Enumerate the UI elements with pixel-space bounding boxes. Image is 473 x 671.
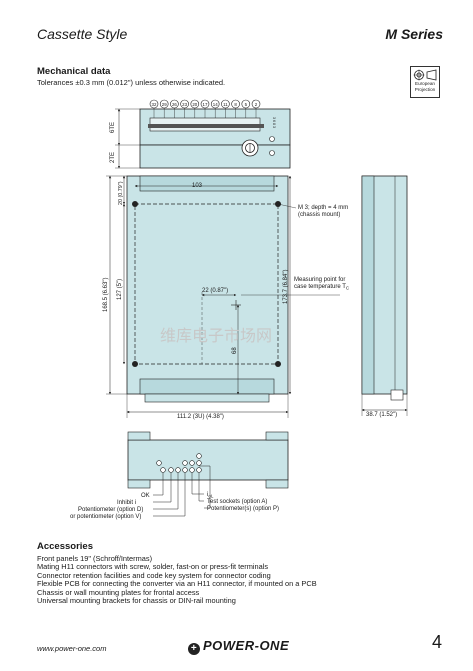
pin-number: 2 <box>255 102 258 107</box>
pin-number: 20 <box>192 102 197 107</box>
measure-note-1: Measuring point for <box>294 277 345 283</box>
brand-name: POWER-ONE <box>203 638 290 653</box>
brand-logo: +POWER-ONE <box>188 638 289 655</box>
mount-hole <box>132 361 138 367</box>
io-label: ioL <box>207 492 214 499</box>
pin-number: 14 <box>213 102 218 107</box>
pot-p-label: Potentiometer(s) (option P) <box>207 506 279 512</box>
main-body <box>126 175 289 395</box>
accessory-item: Mating H11 connectors with screw, solder… <box>37 562 269 572</box>
pin-number: 8 <box>234 102 237 107</box>
accessory-item: Universal mounting brackets for chassis … <box>37 596 236 606</box>
connector-pins <box>148 124 264 128</box>
mount-hole <box>275 361 281 367</box>
dim-22: 22 (0.87") <box>202 288 228 294</box>
pin-number: 32 <box>152 102 157 107</box>
te6-label: 6TE <box>110 122 116 133</box>
projection-label-1: European <box>415 81 435 86</box>
logo-icon: + <box>188 643 200 655</box>
accessories-title: Accessories <box>37 541 93 552</box>
tolerance-note: Tolerances ±0.3 mm (0.012") unless other… <box>37 78 226 87</box>
dim-68: 68 <box>232 347 238 354</box>
test-label: Test sockets (option A) <box>207 499 267 505</box>
accessory-item: Flexible PCB for connecting the converte… <box>37 579 317 589</box>
header-title: Cassette Style <box>37 26 128 42</box>
front-panel <box>127 439 289 481</box>
dim-103: 103 <box>192 183 203 189</box>
top-lower-body <box>139 144 291 169</box>
front-panel-view: OK Inhibit i Potentiometer (option D) or… <box>70 431 289 520</box>
pin-labels: 32 29 26 23 20 17 14 11 8 5 2 <box>149 99 261 118</box>
main-view: 103 20 (0.79") 168.5 (6.63") 127 (5") 22… <box>103 175 350 420</box>
footer-url[interactable]: www.power-one.com <box>37 644 107 653</box>
watermark: 维库电子市场网 <box>160 326 273 345</box>
projection-symbol: European Projection <box>410 66 440 98</box>
projection-icon <box>413 69 437 81</box>
accessories-list: Front panels 19" (Schroff/Intermas) Mati… <box>37 554 317 606</box>
section-title: Mechanical data <box>37 66 111 77</box>
accessory-item: Chassis or wall mounting plates for fron… <box>37 587 200 597</box>
dim-111: 111.2 (3U) (4.38") <box>177 414 224 420</box>
page-number: 4 <box>431 632 442 652</box>
dim-20: 20 (0.79") <box>118 181 124 205</box>
pot-d-label: Potentiometer (option D) <box>78 507 143 513</box>
m3-note-1: M 3; depth = 4 mm <box>298 205 348 211</box>
measure-note-2: case temperature TC <box>294 284 350 291</box>
pin-number: 17 <box>203 102 208 107</box>
dim-168: 168.5 (6.63") <box>103 278 109 313</box>
ok-label: OK <box>141 493 150 499</box>
connector-side-code: 3 6 8 3 <box>272 117 276 128</box>
dim-38: 38.7 (1.52") <box>366 412 397 418</box>
side-view: 38.7 (1.52") <box>361 175 408 418</box>
top-view: 3 6 8 3 32 29 26 23 20 17 14 11 8 5 2 6TE 2TE <box>110 99 291 169</box>
pin-number: 29 <box>162 102 167 107</box>
pin-number: 23 <box>182 102 187 107</box>
mount-hole <box>132 201 138 207</box>
pot-v-label: or potentiometer (option V) <box>70 514 141 520</box>
series-name: M Series <box>385 26 443 42</box>
projection-label-2: Projection <box>414 86 436 92</box>
pin-number: 26 <box>172 102 177 107</box>
accessory-item: Connector retention facilities and code … <box>37 570 271 580</box>
dim-173: 173.7 (6.84") <box>283 270 289 305</box>
accessory-item: Front panels 19" (Schroff/Intermas) <box>37 554 153 563</box>
m3-note-2: (chassis mount) <box>298 212 340 218</box>
pin-number: 11 <box>223 102 228 107</box>
inhibit-label: Inhibit i <box>117 500 136 506</box>
pin-number: 5 <box>245 102 248 107</box>
dim-127: 127 (5") <box>117 279 123 300</box>
te2-label: 2TE <box>110 152 116 163</box>
